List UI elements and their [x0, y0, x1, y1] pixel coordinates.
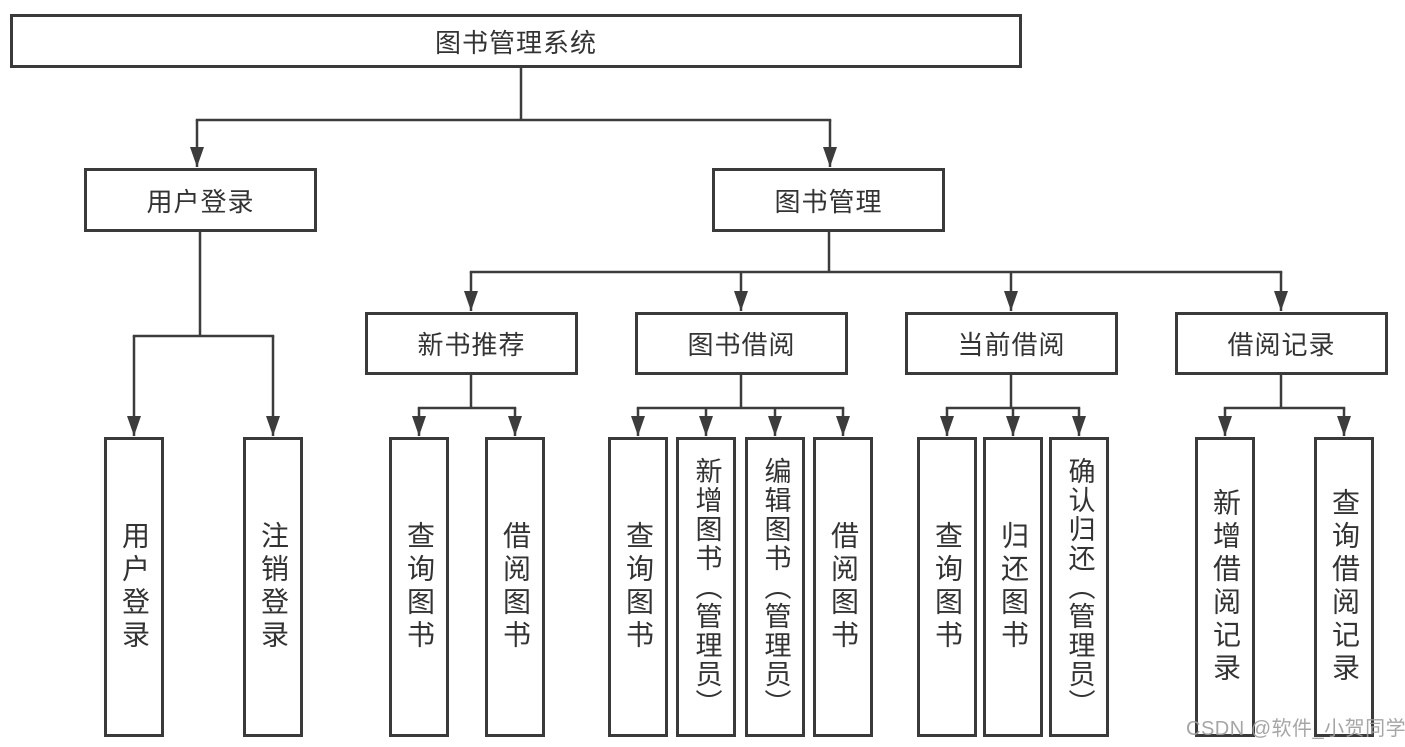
leaf-confirm-return-admin: 确认归还（管理员）	[1049, 437, 1109, 737]
user-login-stem-bar	[132, 230, 275, 338]
book-borrow-stem-bar	[636, 373, 845, 410]
node-book-management: 图书管理	[712, 168, 945, 232]
leaf-query-books-current: 查询图书	[917, 437, 977, 737]
leaf-return-book: 归还图书	[983, 437, 1043, 737]
leaf-query-books-borrowing: 查询图书	[608, 437, 668, 737]
node-user-login-label: 用户登录	[146, 186, 255, 217]
node-book-management-label: 图书管理	[774, 186, 883, 217]
node-borrow-records: 借阅记录	[1175, 312, 1388, 375]
leaf-user-login: 用户登录	[104, 437, 164, 737]
leaf-query-books-recommend: 查询图书	[389, 437, 449, 737]
node-user-login: 用户登录	[84, 168, 317, 232]
node-root-label: 图书管理系统	[434, 27, 597, 58]
leaf-query-borrow-record: 查询借阅记录	[1314, 437, 1374, 737]
leaf-borrow-books-borrowing: 借阅图书	[813, 437, 873, 737]
node-root: 图书管理系统	[10, 14, 1022, 68]
current-borrow-stem-bar	[945, 373, 1081, 410]
leaf-add-borrow-record: 新增借阅记录	[1195, 437, 1255, 737]
book-mgmt-stem-bar	[469, 230, 1283, 274]
root-stem-bar	[195, 66, 832, 122]
node-borrow-records-label: 借阅记录	[1227, 330, 1336, 360]
borrow-records-stem-bar	[1223, 373, 1346, 410]
node-current-borrowing-label: 当前借阅	[957, 330, 1066, 360]
node-new-book-recommend: 新书推荐	[365, 312, 578, 375]
node-book-borrowing: 图书借阅	[635, 312, 848, 375]
leaf-edit-book-admin: 编辑图书（管理员）	[745, 437, 805, 737]
node-current-borrowing: 当前借阅	[905, 312, 1118, 375]
connector-arrows	[127, 120, 1351, 436]
new-books-stem-bar	[417, 373, 517, 410]
leaf-borrow-books-recommend: 借阅图书	[485, 437, 545, 737]
leaf-logout: 注销登录	[243, 437, 303, 737]
leaf-add-book-admin: 新增图书（管理员）	[676, 437, 736, 737]
watermark: CSDN @软件_小贺同学	[1186, 718, 1405, 740]
node-new-book-recommend-label: 新书推荐	[417, 330, 526, 360]
connector-trunks	[132, 66, 1346, 410]
node-book-borrowing-label: 图书借阅	[687, 330, 796, 360]
